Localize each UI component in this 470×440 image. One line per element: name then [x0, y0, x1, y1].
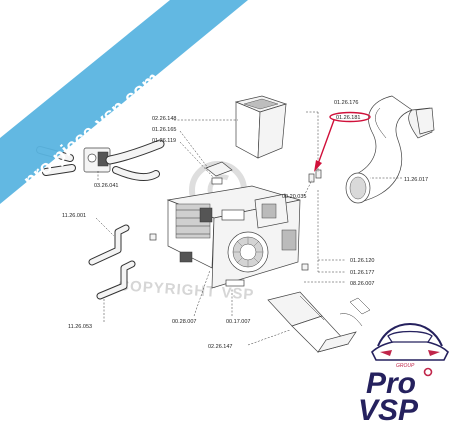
part-label: 02.26.148 [152, 116, 176, 122]
part-label-highlighted: 01.26.181 [336, 115, 360, 121]
part-labels: 01.26.176 01.26.181 11.26.017 02.26.148 … [62, 100, 428, 350]
part-label: 01.26.176 [334, 100, 358, 106]
mounting-clip [205, 161, 233, 185]
part-label: 01.26.119 [152, 138, 176, 144]
part-label: 01.26.177 [350, 270, 374, 276]
part-label: 02.26.147 [208, 344, 232, 350]
part-label: 08.26.007 [350, 281, 374, 287]
logo-vsp-text: VSP [358, 394, 419, 427]
small-connectors [308, 169, 322, 183]
logo-pro-text: Pro [366, 367, 416, 400]
part-label: 11.26.001 [62, 213, 86, 219]
bottom-air-duct [267, 291, 371, 353]
top-air-duct [234, 95, 288, 159]
part-label: 00.20.035 [282, 194, 306, 200]
part-label: 11.26.017 [404, 177, 428, 183]
part-label: 00.28.007 [172, 319, 196, 325]
part-label: 01.26.165 [152, 127, 176, 133]
coolant-pipes [88, 224, 309, 300]
curved-air-duct [345, 95, 435, 204]
part-label: 01.26.120 [350, 258, 374, 264]
part-label: 11.26.053 [68, 324, 92, 330]
logo-group-text: GROUP [396, 363, 415, 369]
highlight-marker [314, 111, 371, 172]
provsp-logo: GROUP Pro VSP [358, 322, 449, 427]
heater-housing [166, 185, 301, 289]
part-label: 00.17.007 [226, 319, 250, 325]
logo-accent-dot [423, 367, 433, 377]
car-icon [371, 322, 449, 361]
part-label: 03.26.041 [94, 183, 118, 189]
